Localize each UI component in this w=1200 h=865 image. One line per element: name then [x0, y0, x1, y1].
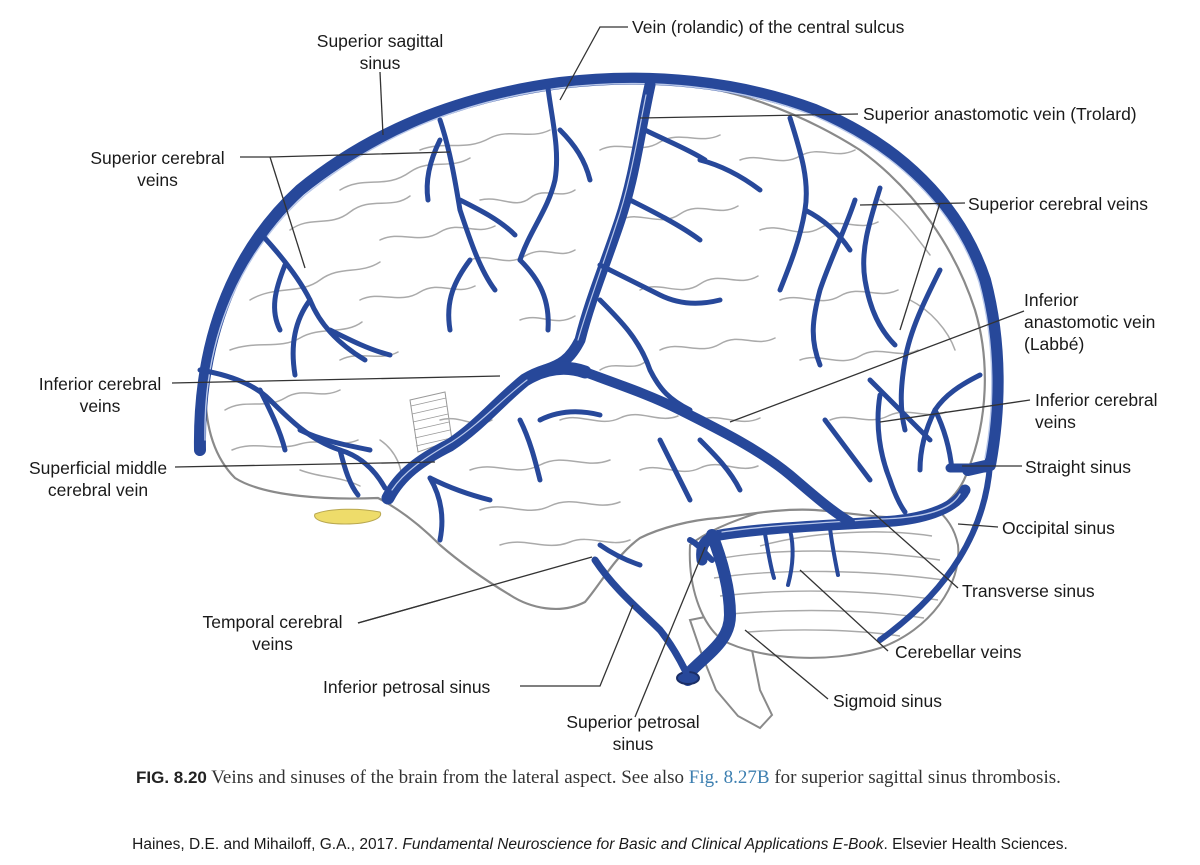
vein-rolandic-path — [539, 79, 656, 376]
superior-cerebral-veins-left-paths — [259, 85, 593, 378]
credit-title: Fundamental Neuroscience for Basic and C… — [402, 836, 884, 853]
label-line: Cerebellar veins — [895, 642, 1022, 662]
label-line: Inferior cerebral — [38, 374, 162, 394]
label-line: Superior cerebral — [90, 148, 225, 168]
label-inferior-anastomotic-vein: Inferior anastomotic vein (Labbé) — [1024, 289, 1164, 355]
label-line: Temporal cerebral — [202, 612, 343, 632]
figure-reference-link[interactable]: Fig. 8.27B — [688, 767, 770, 788]
occipital-sinus-path — [877, 462, 993, 643]
label-line: cerebral vein — [47, 480, 149, 500]
brain-veins-diagram — [171, 26, 1031, 730]
leader-lines — [171, 26, 1031, 718]
label-vein-rolandic: Vein (rolandic) of the central sulcus — [632, 16, 904, 38]
label-line: Vein (rolandic) of the central sulcus — [632, 17, 905, 37]
label-superior-petrosal-sinus: Superior petrosal sinus — [548, 711, 718, 755]
figure-number: FIG. 8.20 — [136, 768, 207, 787]
insula-hatch-lines — [410, 397, 452, 447]
label-line: anastomotic vein — [1024, 312, 1156, 332]
label-sigmoid-sinus: Sigmoid sinus — [833, 690, 942, 712]
inferior-petrosal-sinus-path — [591, 556, 690, 676]
label-temporal-cerebral-veins: Temporal cerebral veins — [185, 611, 360, 655]
label-line: Sigmoid sinus — [833, 691, 942, 711]
label-line: Inferior petrosal sinus — [323, 677, 491, 697]
cerebellar-veins-paths — [763, 526, 840, 587]
label-superior-sagittal-sinus: Superior sagittal sinus — [300, 30, 460, 74]
label-cerebellar-veins: Cerebellar veins — [895, 641, 1021, 663]
superior-cerebral-veins-right-paths — [697, 115, 943, 443]
label-inferior-cerebral-veins-right: Inferior cerebral veins — [1035, 389, 1158, 433]
label-line: Inferior cerebral — [1035, 390, 1158, 410]
label-line: (Labbé) — [1024, 334, 1085, 354]
label-line: veins — [252, 634, 293, 654]
temporal-cerebral-veins-paths — [427, 409, 743, 568]
source-credit: Haines, D.E. and Mihailoff, G.A., 2017. … — [0, 836, 1200, 854]
label-superficial-middle-cerebral-vein: Superficial middle cerebral vein — [12, 457, 184, 501]
label-line: Superior anastomotic vein (Trolard) — [863, 104, 1137, 124]
label-superior-cerebral-veins-left: Superior cerebral veins — [70, 147, 245, 191]
label-line: sinus — [359, 53, 401, 73]
inferior-cerebral-veins-right-paths — [822, 372, 983, 515]
label-line: Occipital sinus — [1002, 518, 1115, 538]
sigmoid-sinus-path — [682, 529, 736, 686]
label-superior-cerebral-veins-right: Superior cerebral veins — [968, 193, 1148, 215]
label-line: veins — [79, 396, 121, 416]
label-line: Superior sagittal — [316, 31, 444, 51]
label-line: Transverse sinus — [962, 581, 1095, 601]
credit-authors: Haines, D.E. and Mihailoff, G.A., 2017. — [132, 836, 403, 853]
label-line: Straight sinus — [1025, 457, 1132, 477]
olfactory-bulb — [314, 508, 382, 525]
label-line: Superior petrosal — [566, 712, 700, 732]
cerebellar-folia — [711, 531, 945, 637]
superior-petrosal-sinus-path — [687, 537, 715, 563]
superior-sagittal-sinus-path — [193, 72, 1004, 476]
caption-text: Veins and sinuses of the brain from the … — [206, 767, 689, 788]
label-line: Superficial middle — [28, 458, 168, 478]
label-transverse-sinus: Transverse sinus — [962, 580, 1095, 602]
label-line: veins — [1035, 412, 1076, 432]
label-occipital-sinus: Occipital sinus — [1002, 517, 1115, 539]
label-superior-anastomotic-vein: Superior anastomotic vein (Trolard) — [863, 103, 1137, 125]
label-inferior-cerebral-veins-left: Inferior cerebral veins — [15, 373, 185, 417]
label-line: sinus — [612, 734, 654, 754]
label-line: Superior cerebral veins — [968, 194, 1148, 214]
credit-publisher: . Elsevier Health Sciences. — [883, 836, 1068, 853]
caption-text-end: for superior sagittal sinus thrombosis. — [769, 767, 1061, 788]
veins-and-sinuses — [193, 72, 1004, 686]
inferior-anastomotic-vein-path — [580, 367, 855, 527]
label-line: veins — [137, 170, 178, 190]
figure-caption: FIG. 8.20 Veins and sinuses of the brain… — [136, 766, 1096, 790]
label-inferior-petrosal-sinus: Inferior petrosal sinus — [323, 676, 490, 698]
label-line: Inferior — [1024, 290, 1079, 310]
label-straight-sinus: Straight sinus — [1025, 456, 1131, 478]
